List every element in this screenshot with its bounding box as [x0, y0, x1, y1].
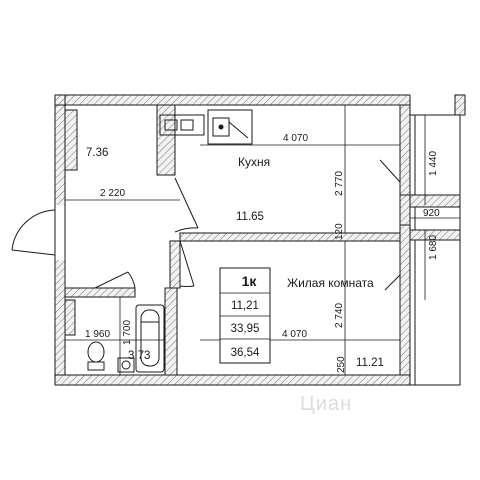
washbasin-icon — [117, 357, 135, 373]
dim-kitchen-width: 4 070 — [283, 133, 308, 144]
dim-living-width: 4 070 — [282, 329, 307, 340]
radiators — [379, 159, 401, 291]
top-wall — [54, 94, 411, 106]
bath-door — [94, 271, 136, 289]
dim-bottom-offset: 250 — [336, 356, 347, 373]
hall-living-wall — [169, 240, 181, 289]
living-name: Жилая комната — [287, 276, 374, 290]
dim-kitchen-depth: 2 770 — [334, 171, 345, 196]
rooms-count: 1к — [242, 273, 258, 289]
dim-living-depth: 2 740 — [334, 303, 345, 328]
summary-living-area: 11,21 — [231, 300, 259, 312]
bath-top-wall — [64, 287, 136, 298]
toilet-icon — [87, 341, 105, 371]
dim-window-top: 1 440 — [428, 151, 439, 176]
sink-icon — [207, 109, 253, 145]
loggia — [399, 94, 466, 386]
right-wall — [399, 104, 411, 376]
bottom-wall — [54, 374, 411, 386]
summary-badge: 1к 11,21 33,95 36,54 — [219, 267, 271, 364]
dim-bath-width: 1 960 — [85, 329, 110, 340]
partition-wall — [179, 232, 401, 242]
bath-area: 3.73 — [128, 350, 150, 362]
hall-area: 7.36 — [86, 147, 108, 159]
entry-door-gap — [53, 205, 67, 260]
dim-window-bottom: 1 680 — [428, 235, 439, 260]
entry-door — [11, 205, 66, 260]
bathtub-icon — [135, 304, 165, 373]
kitchen-name: Кухня — [238, 155, 270, 169]
kitchen-area: 11.65 — [236, 211, 264, 223]
kitchen-door — [174, 177, 199, 233]
dim-pier: 920 — [423, 208, 440, 219]
living-area: 11.21 — [356, 357, 384, 369]
hall-column — [64, 109, 78, 171]
summary-total-area: 33,95 — [231, 323, 260, 335]
dim-partition: 120 — [334, 223, 345, 240]
hall-kitchen-wall — [156, 104, 176, 176]
living-door — [179, 240, 195, 288]
stove-icon — [159, 114, 205, 136]
dim-hall-width: 2 220 — [100, 188, 125, 199]
summary-total-balcony: 36,54 — [231, 347, 260, 359]
dim-bath-depth: 1 700 — [122, 320, 133, 345]
bath-column — [64, 299, 76, 336]
bath-living-wall — [164, 287, 178, 376]
watermark: Циан — [300, 393, 352, 415]
